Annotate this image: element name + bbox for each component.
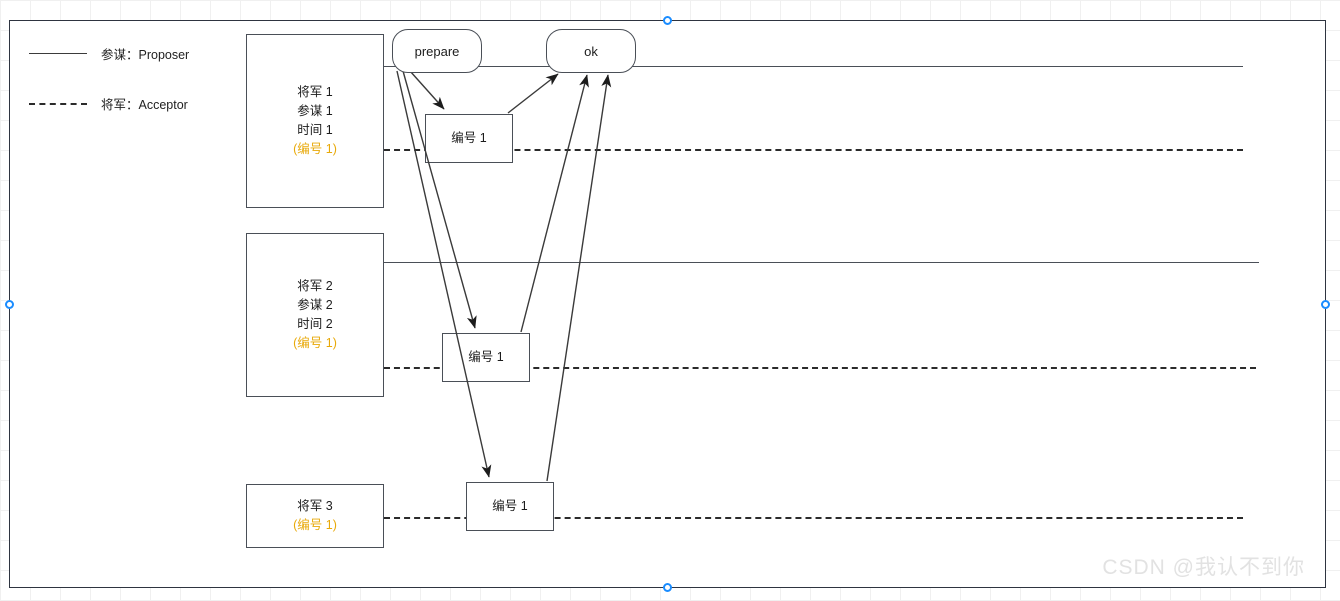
selected-diagram-frame[interactable]: 参谋：Proposer 将军：Acceptor 将军 1 参谋 1 时间 1 (… (9, 20, 1326, 588)
legend-label-proposer: 参谋：Proposer (101, 48, 190, 62)
handle-bottom-center[interactable] (663, 583, 672, 592)
actor-1-highlight: (编号 1) (293, 142, 337, 156)
csdn-watermark: CSDN @我认不到你 (1102, 556, 1305, 579)
handle-top-center[interactable] (663, 16, 672, 25)
actor-box-1[interactable]: 将军 1 参谋 1 时间 1 (编号 1) (246, 34, 384, 208)
legend-item-proposer: 参谋：Proposer (29, 44, 189, 63)
legend-item-acceptor: 将军：Acceptor (29, 94, 188, 113)
number-box-3[interactable]: 编号 1 (466, 482, 554, 531)
arrow-number-3-to-ok (546, 74, 612, 482)
ok-node[interactable]: ok (546, 29, 636, 73)
acceptor-lifeline-2 (384, 367, 1256, 369)
legend-solid-line-icon (29, 53, 87, 54)
actor-3-line-1: 将军 3 (297, 499, 333, 513)
acceptor-lifeline-1 (384, 149, 1243, 151)
proposer-lifeline-1 (384, 66, 1243, 67)
actor-box-3[interactable]: 将军 3 (编号 1) (246, 484, 384, 548)
handle-left-middle[interactable] (5, 300, 14, 309)
arrow-prepare-to-number-2 (402, 70, 477, 329)
acceptor-lifeline-3 (384, 517, 1243, 519)
number-box-1-label: 编号 1 (451, 131, 487, 145)
arrow-prepare-to-number-1 (409, 70, 445, 110)
arrow-number-2-to-ok (520, 74, 589, 333)
number-box-3-label: 编号 1 (492, 499, 528, 513)
ok-node-label: ok (584, 43, 598, 59)
arrow-number-1-to-ok (507, 73, 559, 114)
handle-right-middle[interactable] (1321, 300, 1330, 309)
actor-2-highlight: (编号 1) (293, 336, 337, 350)
actor-1-line-1: 将军 1 (297, 85, 333, 99)
actor-3-highlight: (编号 1) (293, 518, 337, 532)
actor-1-line-2: 参谋 1 (297, 104, 333, 118)
proposer-lifeline-2 (384, 262, 1259, 263)
number-box-2[interactable]: 编号 1 (442, 333, 530, 382)
actor-2-line-1: 将军 2 (297, 279, 333, 293)
actor-box-2[interactable]: 将军 2 参谋 2 时间 2 (编号 1) (246, 233, 384, 397)
prepare-node-label: prepare (414, 43, 460, 59)
arrow-layer (396, 70, 612, 482)
actor-2-line-3: 时间 2 (297, 317, 333, 331)
legend-dashed-line-icon (29, 102, 87, 105)
prepare-node[interactable]: prepare (392, 29, 482, 73)
legend-label-acceptor: 将军：Acceptor (101, 98, 188, 112)
actor-2-line-2: 参谋 2 (297, 298, 333, 312)
number-box-1[interactable]: 编号 1 (425, 114, 513, 163)
number-box-2-label: 编号 1 (468, 350, 504, 364)
actor-1-line-3: 时间 1 (297, 123, 333, 137)
